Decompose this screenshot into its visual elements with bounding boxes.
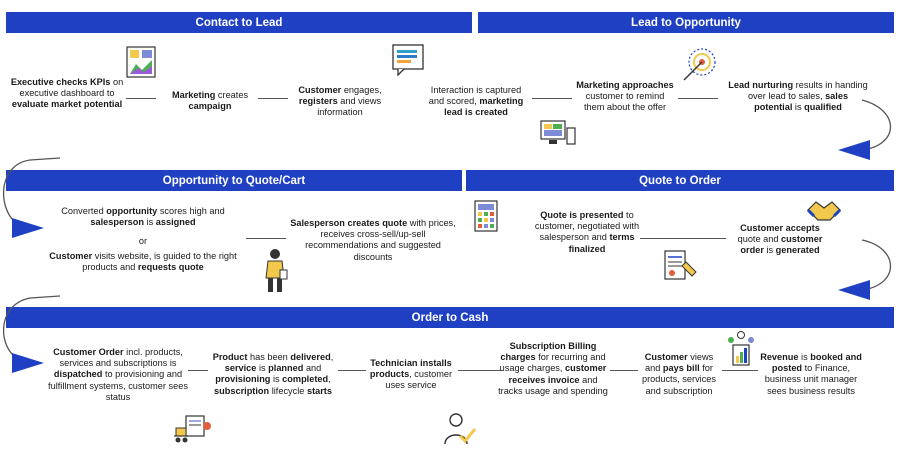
step-customer-pays: Customer views and pays bill for product…	[641, 352, 717, 396]
step-technician-installs: Technician installs products, customer u…	[369, 358, 453, 391]
step-marketing-campaign: Marketing creates campaign	[171, 90, 249, 112]
handshake-icon	[806, 201, 842, 221]
step-lead-nurturing: Lead nurturing results in handing over l…	[728, 80, 868, 113]
connector	[258, 98, 288, 99]
connector	[640, 238, 726, 239]
connector	[188, 370, 208, 371]
step-lead-created: Interaction is captured and scored, mark…	[428, 85, 524, 118]
stage-quote-to-order: Quote to Order	[466, 170, 894, 191]
step-salesperson-quote: Salesperson creates quote with prices, r…	[290, 218, 456, 262]
step-opportunity-assigned: Converted opportunity scores high and sa…	[61, 206, 225, 228]
revenue-chart-icon	[728, 331, 754, 366]
step-marketing-approaches: Marketing approaches customer to remind …	[576, 80, 674, 113]
stage-opportunity-to-quote: Opportunity to Quote/Cart	[6, 170, 462, 191]
stage-lead-to-opportunity: Lead to Opportunity	[478, 12, 894, 33]
connector	[722, 370, 758, 371]
target-icon	[683, 48, 716, 81]
connector	[678, 98, 718, 99]
step-order-dispatched: Customer Order incl. products, services …	[48, 347, 188, 402]
step-subscription-billing: Subscription Billing charges for recurri…	[498, 341, 608, 396]
step-customer-requests-quote: Customer visits website, is guided to th…	[49, 251, 237, 273]
step-quote-presented: Quote is presented to customer, negotiat…	[534, 210, 640, 254]
connector	[458, 370, 502, 371]
stage-order-to-cash: Order to Cash	[6, 307, 894, 328]
step-revenue-booked: Revenue is booked and posted to Finance,…	[760, 352, 862, 396]
connector	[532, 98, 572, 99]
connector	[246, 238, 286, 239]
connector	[126, 98, 156, 99]
contract-icon	[664, 250, 697, 280]
step-or: or	[138, 236, 148, 246]
dashboard-icon	[126, 46, 156, 78]
computer-icon	[540, 120, 576, 145]
calculator-icon	[474, 200, 498, 232]
salesperson-icon	[265, 249, 288, 292]
connector	[610, 370, 638, 371]
step-customer-accepts: Customer accepts quote and customer orde…	[737, 223, 823, 256]
chat-icon	[392, 44, 424, 76]
step-product-delivered: Product has been delivered, service is p…	[212, 352, 334, 396]
technician-check-icon	[444, 413, 476, 445]
stage-contact-to-lead: Contact to Lead	[6, 12, 472, 33]
step-executive-kpis: Executive checks KPIs on executive dashb…	[10, 77, 124, 110]
shipping-cart-icon	[174, 415, 211, 443]
connector	[338, 370, 366, 371]
step-customer-engages: Customer engages, registers and views in…	[298, 85, 382, 118]
